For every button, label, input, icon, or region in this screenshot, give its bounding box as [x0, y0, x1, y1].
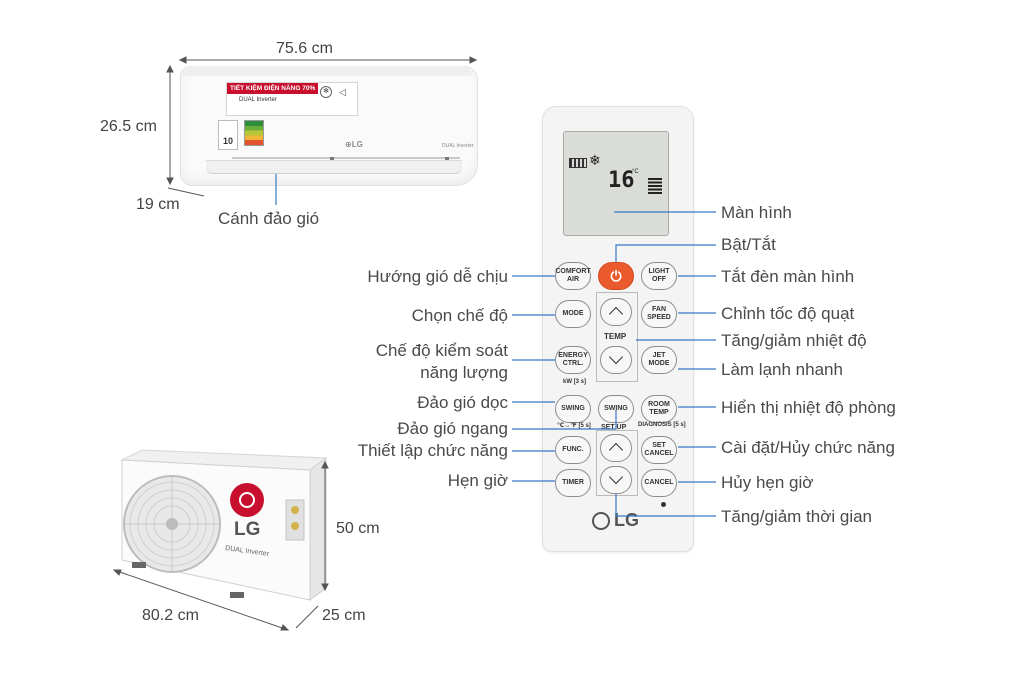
time-group-frame — [596, 430, 638, 496]
callout-comfort-air: Hướng gió dễ chịu — [367, 267, 508, 286]
indoor-vent-dot — [445, 157, 449, 160]
callout-set-cancel: Cài đặt/Hủy chức năng — [721, 438, 895, 457]
display-temp: 16 — [608, 168, 635, 193]
outdoor-width-label: 80.2 cm — [142, 607, 199, 624]
callout-temp: Tăng/giảm nhiệt độ — [721, 331, 867, 350]
snowflake-icon: ❄ — [589, 152, 601, 168]
callout-time-adjust: Tăng/giảm thời gian — [721, 507, 873, 526]
callout-jet-mode: Làm lạnh nhanh — [721, 360, 843, 379]
callout-swing-vertical: Đảo gió dọc — [417, 393, 508, 412]
temp-label: TEMP — [604, 332, 627, 341]
indoor-depth-label: 19 cm — [136, 196, 180, 213]
indoor-width-label: 75.6 cm — [276, 40, 333, 57]
temp-group-frame — [596, 292, 638, 382]
indoor-height-label: 26.5 cm — [100, 118, 157, 135]
fan-bars-icon — [648, 178, 662, 194]
jet-mode-button[interactable]: JET MODE — [641, 346, 677, 374]
indoor-vent-line — [232, 157, 460, 159]
temp-up-button[interactable] — [600, 298, 632, 326]
callout-swing-horizontal: Đảo gió ngang — [397, 419, 508, 438]
battery-icon — [569, 158, 587, 168]
indoor-model-text: DUAL Inverter — [442, 143, 474, 149]
power-icon: ⏻ — [610, 268, 622, 284]
swing-sub-label: ℃↔℉ [5 s] — [557, 423, 591, 429]
room-temp-button[interactable]: ROOM TEMP — [641, 395, 677, 423]
callout-cancel-timer: Hủy hẹn giờ — [721, 473, 814, 492]
outdoor-height-label: 50 cm — [336, 520, 380, 537]
callout-mode: Chọn chế độ — [411, 306, 508, 325]
callout-energy-line2: năng lượng — [420, 363, 508, 382]
remote-lg-icon — [592, 512, 610, 530]
timer-button[interactable]: TIMER — [555, 469, 591, 497]
comfort-air-button[interactable]: COMFORT AIR — [555, 262, 591, 290]
sticker-banner: TIẾT KIỆM ĐIỆN NĂNG 70% — [227, 83, 318, 94]
light-off-button[interactable]: LIGHT OFF — [641, 262, 677, 290]
indoor-unit-top-shade — [182, 66, 472, 76]
energy-saving-sticker: TIẾT KIỆM ĐIỆN NĂNG 70% DUAL Inverter ✻ … — [226, 82, 358, 116]
callout-energy-line1: Chế độ kiểm soát — [375, 341, 508, 360]
callout-timer: Hẹn giờ — [447, 471, 508, 490]
vane-label: Cánh đảo gió — [218, 209, 320, 228]
energy-ctrl-button[interactable]: ENERGY CTRL. — [555, 346, 591, 374]
callout-light-off: Tắt đèn màn hình — [721, 267, 855, 286]
temp-down-button[interactable] — [600, 346, 632, 374]
remote-screen: ❄ 16 °C — [563, 131, 669, 236]
func-button[interactable]: FUNC. — [555, 436, 591, 464]
sticker-speaker-icon: ◁ — [339, 87, 346, 97]
callout-func: Thiết lập chức năng — [357, 441, 508, 460]
time-up-button[interactable] — [600, 434, 632, 462]
outdoor-depth-label: 25 cm — [322, 607, 366, 624]
cancel-timer-button[interactable]: CANCEL — [641, 469, 677, 497]
set-cancel-button[interactable]: SET CANCEL — [641, 436, 677, 464]
outdoor-brand: LG — [234, 519, 261, 540]
callout-fan-speed: Chỉnh tốc độ quạt — [721, 304, 855, 323]
lg-logo-icon — [230, 483, 264, 517]
sticker-fan-icon: ✻ — [320, 86, 332, 98]
remote-brand: LG — [614, 510, 639, 530]
ir-dot — [661, 502, 666, 507]
indoor-vane — [206, 160, 462, 174]
set-up-label: SET UP — [601, 424, 627, 431]
indoor-lg-logo: ⊕LG — [345, 140, 363, 149]
callout-screen: Màn hình — [721, 203, 792, 222]
sticker-subtext: DUAL Inverter — [239, 97, 277, 103]
swing-vertical-button[interactable]: SWING — [555, 395, 591, 423]
indoor-vent-dot — [330, 157, 334, 160]
power-button[interactable]: ⏻ — [598, 262, 634, 290]
time-down-button[interactable] — [600, 466, 632, 494]
callout-room-temp: Hiển thị nhiệt độ phòng — [721, 398, 896, 417]
energy-rating-bars — [244, 120, 264, 146]
mode-button[interactable]: MODE — [555, 300, 591, 328]
fan-speed-button[interactable]: FAN SPEED — [641, 300, 677, 328]
energy-sub-label: kW [3 s] — [563, 379, 587, 385]
diagnosis-label: DIAGNOSIS [5 s] — [638, 422, 686, 428]
energy-label: 10 — [218, 120, 238, 150]
callout-power: Bật/Tắt — [721, 235, 776, 254]
display-unit: °C — [632, 169, 639, 175]
